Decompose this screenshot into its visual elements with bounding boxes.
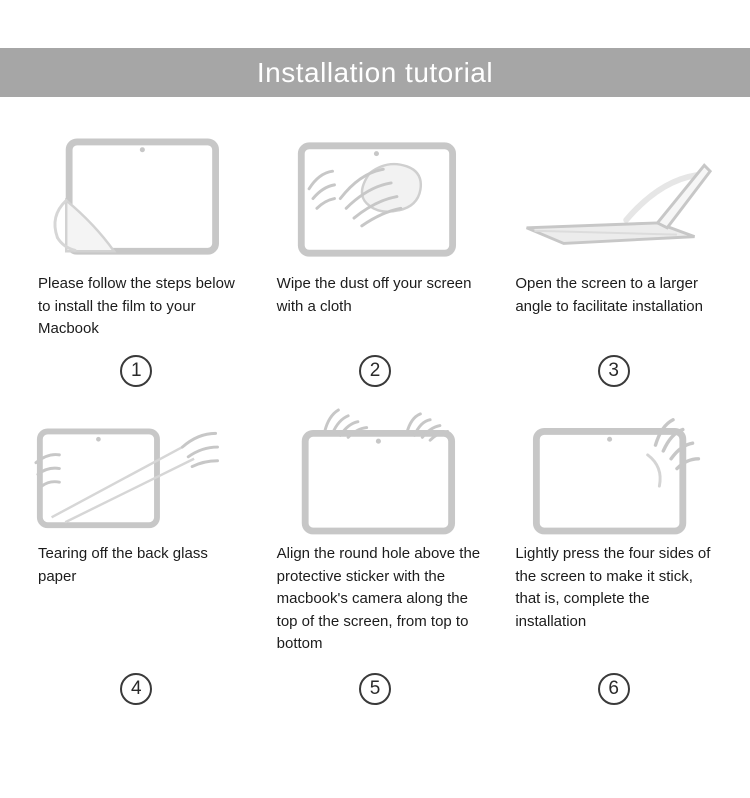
tearing-back-paper-icon [34, 428, 219, 529]
align-film-illustration [265, 401, 486, 539]
tear-paper-illustration [26, 401, 247, 539]
wipe-cloth-illustration [265, 131, 486, 269]
step-caption: Tearing off the back glass paper [38, 545, 208, 585]
step-caption: Wipe the dust off your screen with a clo… [276, 275, 472, 315]
step-number-wrap: 6 [503, 673, 724, 705]
peel-film-illustration [26, 131, 247, 269]
step-caption: Please follow the steps below to install… [38, 275, 235, 337]
step-caption: Open the screen to a larger angle to fac… [515, 275, 703, 315]
step-number-wrap: 3 [503, 355, 724, 387]
step-number-badge: 3 [597, 355, 630, 387]
page-title: Installation tutorial [256, 56, 494, 88]
steps-row-2: Tearing off the back glass paper 4 Align… [0, 401, 750, 705]
step-number-wrap: 4 [26, 673, 247, 705]
laptop-open-angle-icon [526, 163, 713, 245]
step-number-badge: 2 [358, 355, 391, 387]
step-caption: Lightly press the four sides of the scre… [515, 545, 711, 630]
step-4: Tearing off the back glass paper 4 [26, 401, 247, 705]
step-caption: Align the round hole above the protectiv… [276, 545, 481, 652]
step-number-badge: 1 [120, 355, 153, 387]
aligning-film-hands-icon [302, 408, 456, 535]
steps-row-1: Please follow the steps below to install… [0, 131, 750, 387]
step-number-badge: 6 [597, 673, 630, 705]
step-3: Open the screen to a larger angle to fac… [503, 131, 724, 387]
pressing-hand-icon [533, 418, 701, 535]
step-6: Lightly press the four sides of the scre… [503, 401, 724, 705]
step-5: Align the round hole above the protectiv… [265, 401, 486, 705]
macbook-screen-peel-icon [53, 138, 219, 255]
hands-wiping-screen-icon [298, 142, 457, 257]
step-number-wrap: 5 [265, 673, 486, 705]
step-1: Please follow the steps below to install… [26, 131, 247, 387]
step-2: Wipe the dust off your screen with a clo… [265, 131, 486, 387]
step-number-badge: 5 [358, 673, 391, 705]
step-number-wrap: 1 [26, 355, 247, 387]
step-number-wrap: 2 [265, 355, 486, 387]
press-sides-illustration [503, 401, 724, 539]
tutorial-banner: Installation tutorial [0, 48, 750, 97]
step-number-badge: 4 [120, 673, 153, 705]
open-screen-illustration [503, 131, 724, 269]
